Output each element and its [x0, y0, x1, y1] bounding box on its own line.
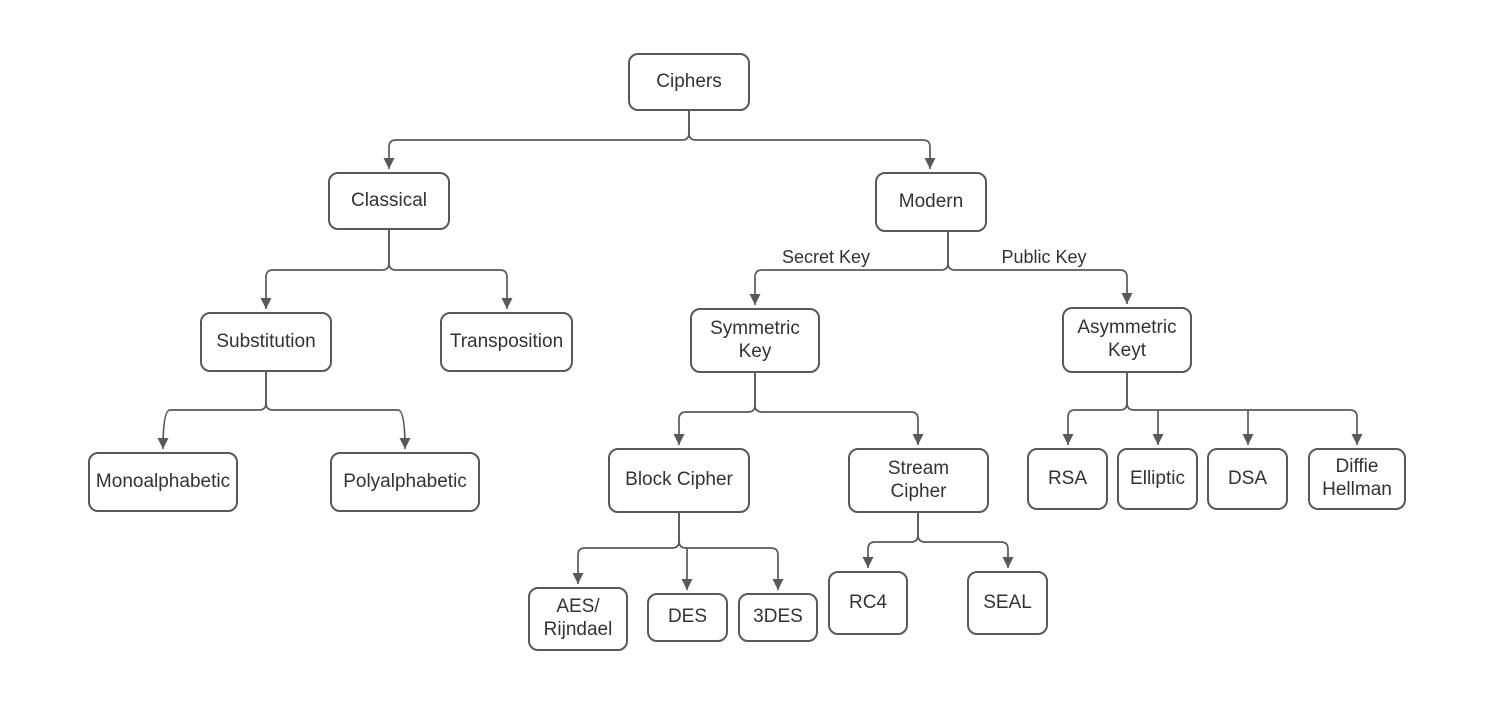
edge-symmetric-stream-cipher — [754, 373, 924, 445]
edge-substitution-monoalphabetic — [157, 372, 267, 450]
node-substitution: Substitution — [200, 312, 332, 372]
edge-block-3des — [678, 513, 784, 590]
node-rc4: RC4 — [828, 571, 908, 635]
node-rsa: RSA — [1027, 448, 1108, 510]
node-seal: SEAL — [967, 571, 1048, 635]
edge-stream-rc4 — [862, 513, 919, 568]
edge-classical-substitution — [260, 230, 390, 309]
edge-ciphers-classical — [383, 111, 690, 169]
edge-asymmetric-rsa — [1062, 373, 1128, 445]
node-asymmetric-key: Asymmetric Keyt — [1062, 307, 1192, 373]
node-aes-rijndael: AES/ Rijndael — [528, 587, 628, 651]
edge-asymmetric-diffie-hellman — [1126, 373, 1363, 445]
edge-block-aes — [572, 513, 680, 584]
edge-symmetric-block-cipher — [673, 373, 756, 445]
edge-modern-symmetric-key — [749, 232, 949, 305]
node-classical: Classical — [328, 172, 450, 230]
node-monoalphabetic: Monoalphabetic — [88, 452, 238, 512]
node-diffie-hellman: Diffie Hellman — [1308, 448, 1406, 510]
edge-label-public-key: Public Key — [1001, 247, 1087, 267]
node-3des: 3DES — [738, 593, 818, 642]
node-transposition: Transposition — [440, 312, 573, 372]
edge-substitution-polyalphabetic — [265, 372, 411, 450]
node-des: DES — [647, 593, 728, 642]
node-polyalphabetic: Polyalphabetic — [330, 452, 480, 512]
edge-stream-seal — [917, 513, 1014, 568]
node-stream-cipher: Stream Cipher — [848, 448, 989, 513]
edge-label-secret-key: Secret Key — [781, 247, 871, 267]
node-block-cipher: Block Cipher — [608, 448, 750, 513]
edge-modern-asymmetric-key — [947, 232, 1133, 304]
node-ciphers: Ciphers — [628, 53, 750, 111]
node-modern: Modern — [875, 172, 987, 232]
edge-classical-transposition — [388, 230, 513, 309]
node-symmetric-key: Symmetric Key — [690, 308, 820, 373]
node-dsa: DSA — [1207, 448, 1288, 510]
edge-ciphers-modern — [688, 111, 936, 169]
node-elliptic: Elliptic — [1117, 448, 1198, 510]
